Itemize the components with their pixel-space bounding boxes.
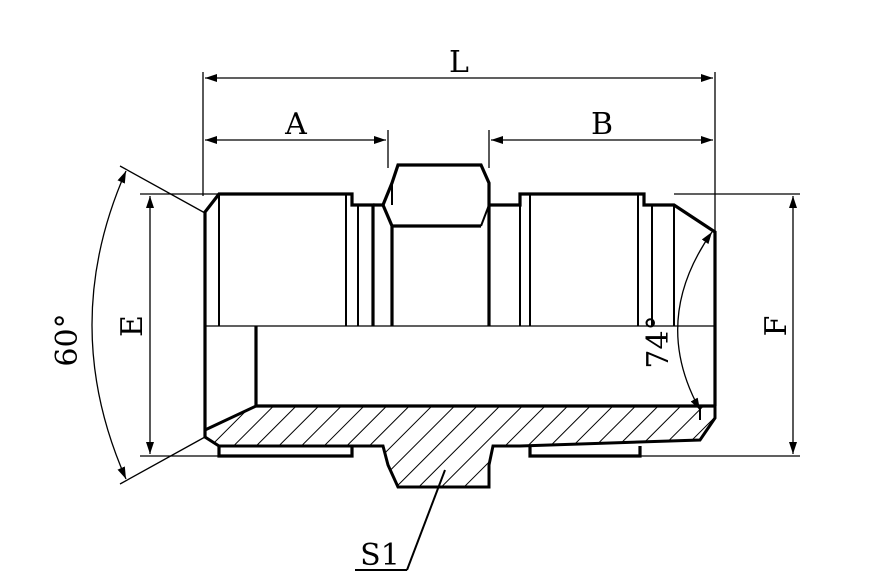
dimension-F: F	[759, 196, 797, 454]
dimension-E: E	[115, 196, 154, 454]
dimension-label-S1: S1	[360, 538, 400, 573]
dimension-label-74: 74°	[641, 315, 676, 368]
dimension-60-angle: 60°	[50, 165, 206, 485]
dimension-B: B	[491, 107, 713, 144]
dimension-label-L: L	[449, 45, 469, 80]
dimension-A: A	[205, 107, 386, 144]
extension-lines	[140, 72, 800, 457]
fitting-body-exterior	[203, 163, 717, 326]
dimension-74-angle: 74°	[641, 231, 713, 411]
dimension-label-60: 60°	[50, 313, 85, 366]
dimension-label-A: A	[284, 107, 307, 142]
dimension-label-F: F	[759, 316, 794, 337]
dimension-label-E: E	[115, 315, 150, 337]
hex-size-callout: S1	[355, 469, 446, 573]
dimension-label-B: B	[591, 107, 613, 142]
fitting-body-section	[203, 326, 717, 489]
dimension-L: L	[205, 45, 713, 82]
